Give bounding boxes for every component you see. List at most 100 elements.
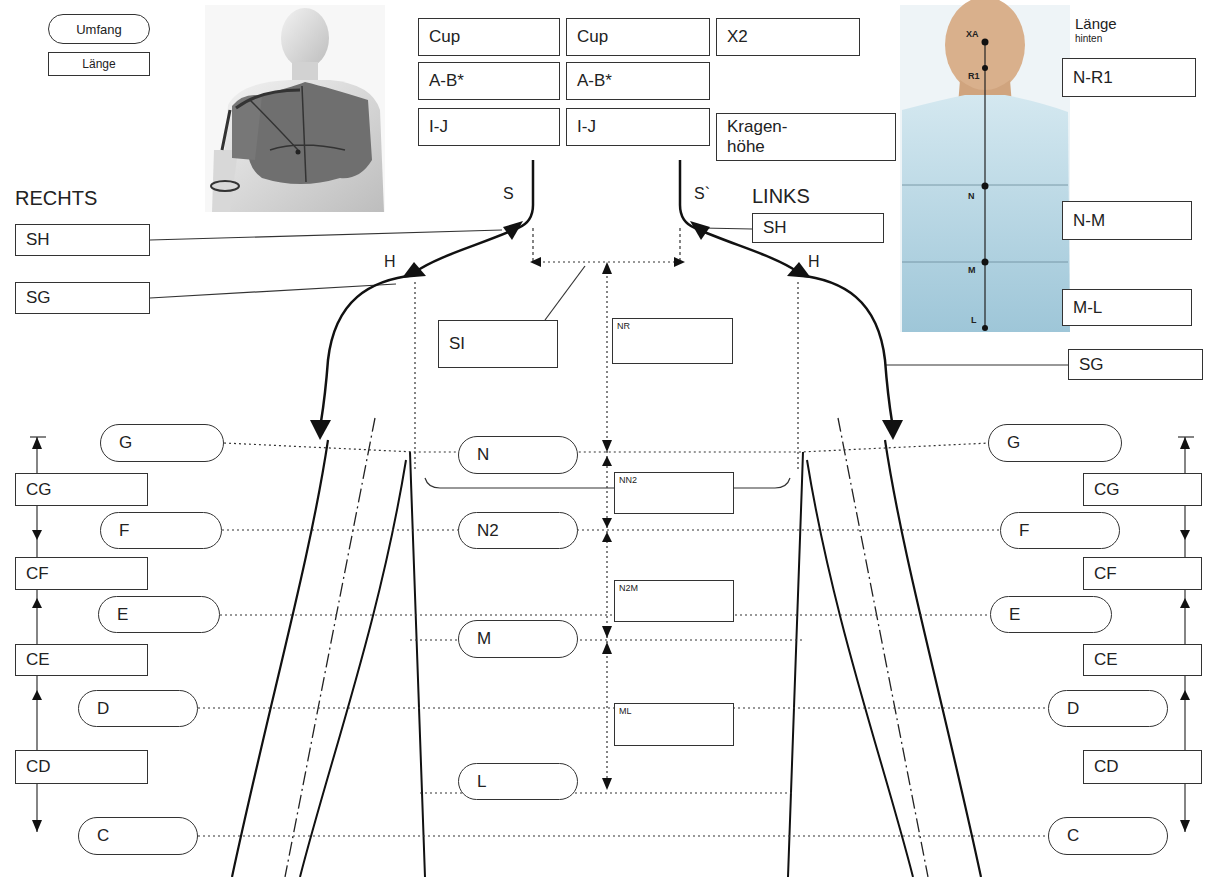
circumference-field: D xyxy=(78,690,198,727)
field-label: SG xyxy=(26,288,51,308)
circumference-field: L xyxy=(458,763,578,800)
circumference-field: N xyxy=(458,436,578,474)
field-label: CD xyxy=(1094,757,1119,777)
field-label: CG xyxy=(1094,480,1120,500)
field-label: N2M xyxy=(619,583,638,593)
field-label: M-L xyxy=(1073,298,1102,318)
point-label: H xyxy=(384,254,396,270)
field-label: Cup xyxy=(429,27,460,47)
field-label: E xyxy=(117,605,128,625)
field-label: X2 xyxy=(727,27,748,47)
point-label: RECHTS xyxy=(15,188,97,208)
bracket xyxy=(425,478,790,488)
circumference-field: F xyxy=(1000,512,1120,549)
circumference-field: F xyxy=(100,512,222,549)
length-field: CD xyxy=(15,750,148,784)
circumference-field: E xyxy=(990,596,1112,633)
field-label: SG xyxy=(1079,355,1104,375)
length-field: X2 xyxy=(716,18,860,56)
length-field: CF xyxy=(15,557,148,590)
field-label: G xyxy=(1007,433,1020,453)
field-label: L xyxy=(477,772,486,792)
point-label: M xyxy=(968,266,976,275)
point-label: S` xyxy=(694,186,710,202)
field-label: I-J xyxy=(429,117,448,137)
measure-box: NR xyxy=(612,318,733,364)
length-field: CD xyxy=(1083,750,1202,784)
back-figure xyxy=(900,0,1070,332)
length-field: Cup xyxy=(566,18,710,56)
length-field: M-L xyxy=(1062,289,1192,326)
field-label: Kragen- höhe xyxy=(727,117,797,157)
point-label: H xyxy=(808,254,820,270)
field-label: D xyxy=(1067,699,1079,719)
length-field: SG xyxy=(1068,349,1203,380)
length-field: Cup xyxy=(418,18,560,56)
field-label: G xyxy=(119,433,132,453)
length-field: A-B* xyxy=(566,62,710,100)
length-field: A-B* xyxy=(418,62,560,100)
length-field: CE xyxy=(1083,644,1202,676)
field-label: C xyxy=(97,826,109,846)
circumference-field: M xyxy=(458,620,578,658)
circumference-field: N2 xyxy=(458,512,578,549)
field-label: SH xyxy=(26,230,50,250)
mannequin-figure xyxy=(205,5,385,212)
length-field: Kragen- höhe xyxy=(716,113,896,161)
circumference-field: G xyxy=(100,424,224,462)
length-field: CG xyxy=(1083,473,1202,506)
circumference-field: C xyxy=(1048,817,1168,855)
field-label: N-M xyxy=(1073,211,1105,231)
point-label: R1 xyxy=(968,72,980,81)
measure-box: ML xyxy=(614,703,734,746)
field-label: D xyxy=(97,699,109,719)
field-label: N2 xyxy=(477,521,499,541)
length-key: Länge xyxy=(48,52,150,76)
circumference-field: D xyxy=(1048,690,1168,727)
field-label: ML xyxy=(619,706,632,716)
circumference-field: C xyxy=(78,817,198,855)
length-field: CG xyxy=(15,473,148,506)
length-field: SI xyxy=(438,320,558,368)
dimension-arrows xyxy=(32,437,1190,832)
length-field: CF xyxy=(1083,557,1202,590)
field-label: CE xyxy=(26,650,50,670)
length-field: N-R1 xyxy=(1062,58,1196,97)
field-label: CF xyxy=(26,564,49,584)
field-label: SH xyxy=(763,218,787,238)
leader-lines xyxy=(150,228,1068,365)
measure-levels xyxy=(198,262,1048,836)
length-field: SH xyxy=(752,213,884,243)
field-label: NR xyxy=(617,321,630,331)
field-label: A-B* xyxy=(577,71,612,91)
point-label: S xyxy=(503,186,514,202)
length-field: I-J xyxy=(418,108,560,146)
field-label: N-R1 xyxy=(1073,68,1113,88)
field-label: SI xyxy=(449,334,465,354)
field-label: Umfang xyxy=(76,22,122,37)
point-label: LINKS xyxy=(752,186,810,206)
field-label: A-B* xyxy=(429,71,464,91)
field-label: F xyxy=(1019,521,1029,541)
measure-box: NN2 xyxy=(614,472,734,514)
circumference-field: G xyxy=(988,424,1122,462)
length-field: SH xyxy=(15,224,150,256)
circumference-field: E xyxy=(98,596,220,633)
dimension-lines xyxy=(30,437,1194,832)
field-label: F xyxy=(119,521,129,541)
field-label: E xyxy=(1009,605,1020,625)
measure-box: N2M xyxy=(614,580,734,622)
point-label: L xyxy=(971,316,977,325)
field-label: CG xyxy=(26,480,52,500)
field-label: NN2 xyxy=(619,475,637,485)
field-label: Länge xyxy=(82,57,115,71)
field-label: Cup xyxy=(577,27,608,47)
length-field: N-M xyxy=(1062,201,1192,240)
point-label: N xyxy=(968,192,975,201)
field-label: N xyxy=(477,445,489,465)
point-label: hinten xyxy=(1075,34,1102,44)
field-label: CE xyxy=(1094,650,1118,670)
point-label: XA xyxy=(966,30,979,39)
field-label: I-J xyxy=(577,117,596,137)
field-label: CF xyxy=(1094,564,1117,584)
